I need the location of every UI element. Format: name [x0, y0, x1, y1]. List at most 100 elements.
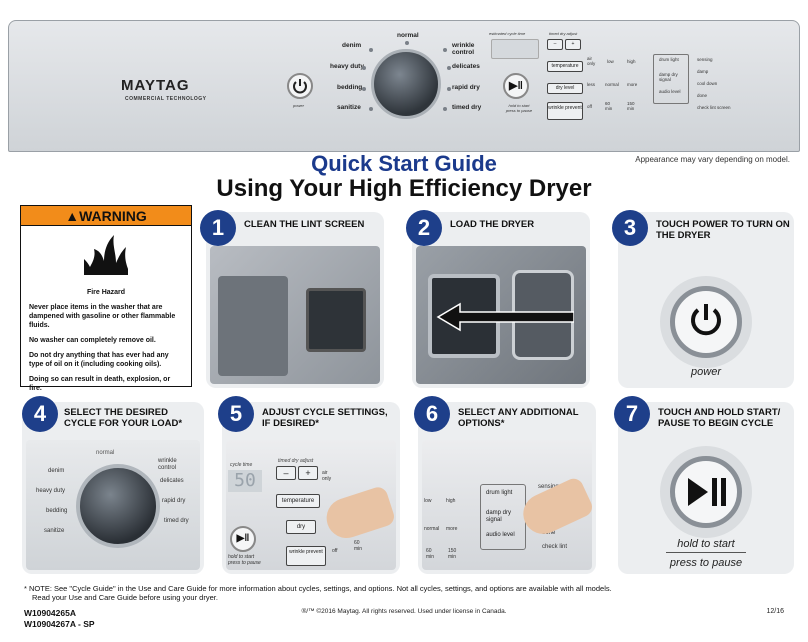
finger-illustration	[516, 475, 596, 541]
document-code: W10904265A	[24, 608, 76, 618]
minus-button[interactable]: –	[276, 466, 296, 480]
warning-line: Never place items in the washer that are…	[29, 304, 176, 329]
indicator-dot	[443, 107, 447, 111]
dry-level-button[interactable]: dry	[286, 520, 316, 534]
warning-box: ▲WARNING Fire Hazard Never place items i…	[20, 205, 192, 392]
status-sensing: sensing	[697, 57, 713, 62]
knob-label-delicates: delicates	[160, 478, 184, 484]
step-title: CLEAN THE LINT SCREEN	[244, 219, 365, 230]
cycle-label-sanitize: sanitize	[337, 104, 361, 111]
power-label: power	[293, 103, 304, 108]
fire-icon	[21, 226, 191, 284]
dry-less: less	[587, 82, 596, 87]
step-1-card	[206, 212, 384, 388]
document-code-sp: W10904267A - SP	[24, 619, 95, 629]
cycle-knob[interactable]	[76, 464, 160, 548]
cycle-knob-photo: normal denim heavy duty bedding sanitize…	[26, 440, 200, 570]
play-pause-icon	[688, 478, 726, 506]
cycle-label-heavy-duty: heavy duty	[330, 63, 364, 70]
cycle-settings-photo: cycle time 50 timed dry adjust – + air o…	[226, 440, 397, 570]
cycle-label-timed-dry: timed dry	[452, 104, 482, 111]
timed-dry-adjust-label: timed dry adjust	[549, 31, 578, 36]
step-title: SELECT ANY ADDITIONAL OPTIONS*	[458, 407, 579, 429]
off-label: off	[332, 548, 338, 554]
cycle-knob[interactable]	[371, 49, 441, 119]
page-subtitle: Using Your High Efficiency Dryer	[216, 175, 592, 202]
step-number: 7	[614, 396, 650, 432]
start-button-illustration	[660, 446, 752, 538]
damp-dry-signal-option[interactable]: damp dry signal	[659, 72, 678, 82]
knob-label-rapid-dry: rapid dry	[162, 498, 186, 504]
knob-label-bedding: bedding	[46, 508, 68, 514]
indicator-dot	[369, 48, 373, 52]
brand-subtitle: COMMERCIAL TECHNOLOGY	[125, 96, 207, 102]
appearance-note: Appearance may vary depending on model.	[635, 155, 790, 164]
step-number: 3	[612, 210, 648, 246]
temperature-button[interactable]: temperature	[276, 494, 320, 508]
options-group	[653, 54, 689, 104]
cycle-label-rapid-dry: rapid dry	[452, 84, 480, 91]
plus-button[interactable]: +	[298, 466, 318, 480]
step-title: TOUCH AND HOLD START/ PAUSE TO BEGIN CYC…	[658, 407, 781, 429]
hold-to-start-caption: hold to start	[677, 538, 735, 550]
step-number: 1	[200, 210, 236, 246]
footnote: * NOTE: See "Cycle Guide" in the Use and…	[24, 584, 612, 602]
dryer-door	[218, 276, 288, 376]
power-button-illustration	[660, 276, 752, 368]
arrow-icon	[436, 302, 574, 332]
print-date: 12/16	[766, 608, 784, 615]
150-min-label: 150 min	[448, 548, 457, 560]
wrinkle-60: 60 min	[605, 101, 613, 111]
lint-screen-photo	[210, 246, 380, 384]
audio-level-option[interactable]: audio level	[486, 532, 515, 538]
power-button[interactable]	[287, 73, 313, 99]
normal-label: normal	[424, 526, 440, 532]
status-sensing: sensing	[538, 484, 559, 490]
footnote-line: Read your Use and Care Guide before usin…	[32, 593, 218, 602]
step-title: LOAD THE DRYER	[450, 219, 535, 230]
options-photo: low high normal more 60 min 150 min drum…	[422, 440, 596, 570]
warning-line: Do not dry anything that has ever had an…	[29, 352, 169, 368]
cycle-time-label: cycle time	[230, 462, 253, 468]
dry-level-button[interactable]: dry level	[547, 83, 583, 94]
lint-screen	[306, 288, 366, 352]
time-display	[491, 39, 539, 59]
60-min-label: 60 min	[426, 548, 435, 560]
indicator-dot	[447, 66, 451, 70]
step-5-card: cycle time 50 timed dry adjust – + air o…	[222, 402, 400, 574]
indicator-dot	[369, 107, 373, 111]
status-cool-down: cool down	[697, 81, 718, 86]
start-pause-button[interactable]: ▶‖	[230, 526, 256, 552]
play-pause-icon: ▶‖	[509, 80, 523, 92]
cycle-label-normal: normal	[397, 32, 419, 39]
damp-dry-signal-option[interactable]: damp dry signal	[486, 510, 512, 523]
step-title: SELECT THE DESIRED CYCLE FOR YOUR LOAD*	[64, 407, 183, 429]
warning-header-label: WARNING	[79, 208, 147, 224]
drum-light-option[interactable]: drum light	[659, 57, 679, 62]
minus-button[interactable]: –	[547, 39, 563, 50]
knob-label-heavy-duty: heavy duty	[36, 488, 66, 494]
temp-air-only: air only	[587, 56, 596, 66]
plus-button[interactable]: +	[565, 39, 581, 50]
power-caption: power	[691, 366, 721, 378]
temperature-button[interactable]: temperature	[547, 61, 583, 72]
cycle-label-denim: denim	[342, 42, 362, 49]
drum-light-option[interactable]: drum light	[486, 490, 513, 496]
audio-level-option[interactable]: audio level	[659, 89, 681, 94]
indicator-dot	[447, 87, 451, 91]
step-title: TOUCH POWER TO TURN ON THE DRYER	[656, 219, 790, 241]
wrinkle-prevent-button[interactable]: wrinkle prevent	[547, 102, 583, 120]
knob-label-timed-dry: timed dry	[164, 518, 189, 524]
copyright: ®/™ ©2016 Maytag. All rights reserved. U…	[301, 608, 507, 615]
timed-adjust-label: timed dry adjust	[278, 458, 314, 464]
indicator-dot	[362, 66, 366, 70]
brand-logo: MAYTAG	[121, 77, 190, 94]
step-number: 4	[22, 396, 58, 432]
low-label: low	[424, 498, 432, 504]
wrinkle-prevent-button[interactable]: wrinkle prevent	[286, 546, 326, 566]
temp-high: high	[627, 59, 636, 64]
estimated-cycle-time-label: estimated cycle time	[489, 31, 526, 36]
knob-label-wrinkle-control: wrinkle control	[158, 458, 177, 471]
air-only-label: air only	[322, 470, 332, 482]
start-pause-button[interactable]: ▶‖	[503, 73, 529, 99]
